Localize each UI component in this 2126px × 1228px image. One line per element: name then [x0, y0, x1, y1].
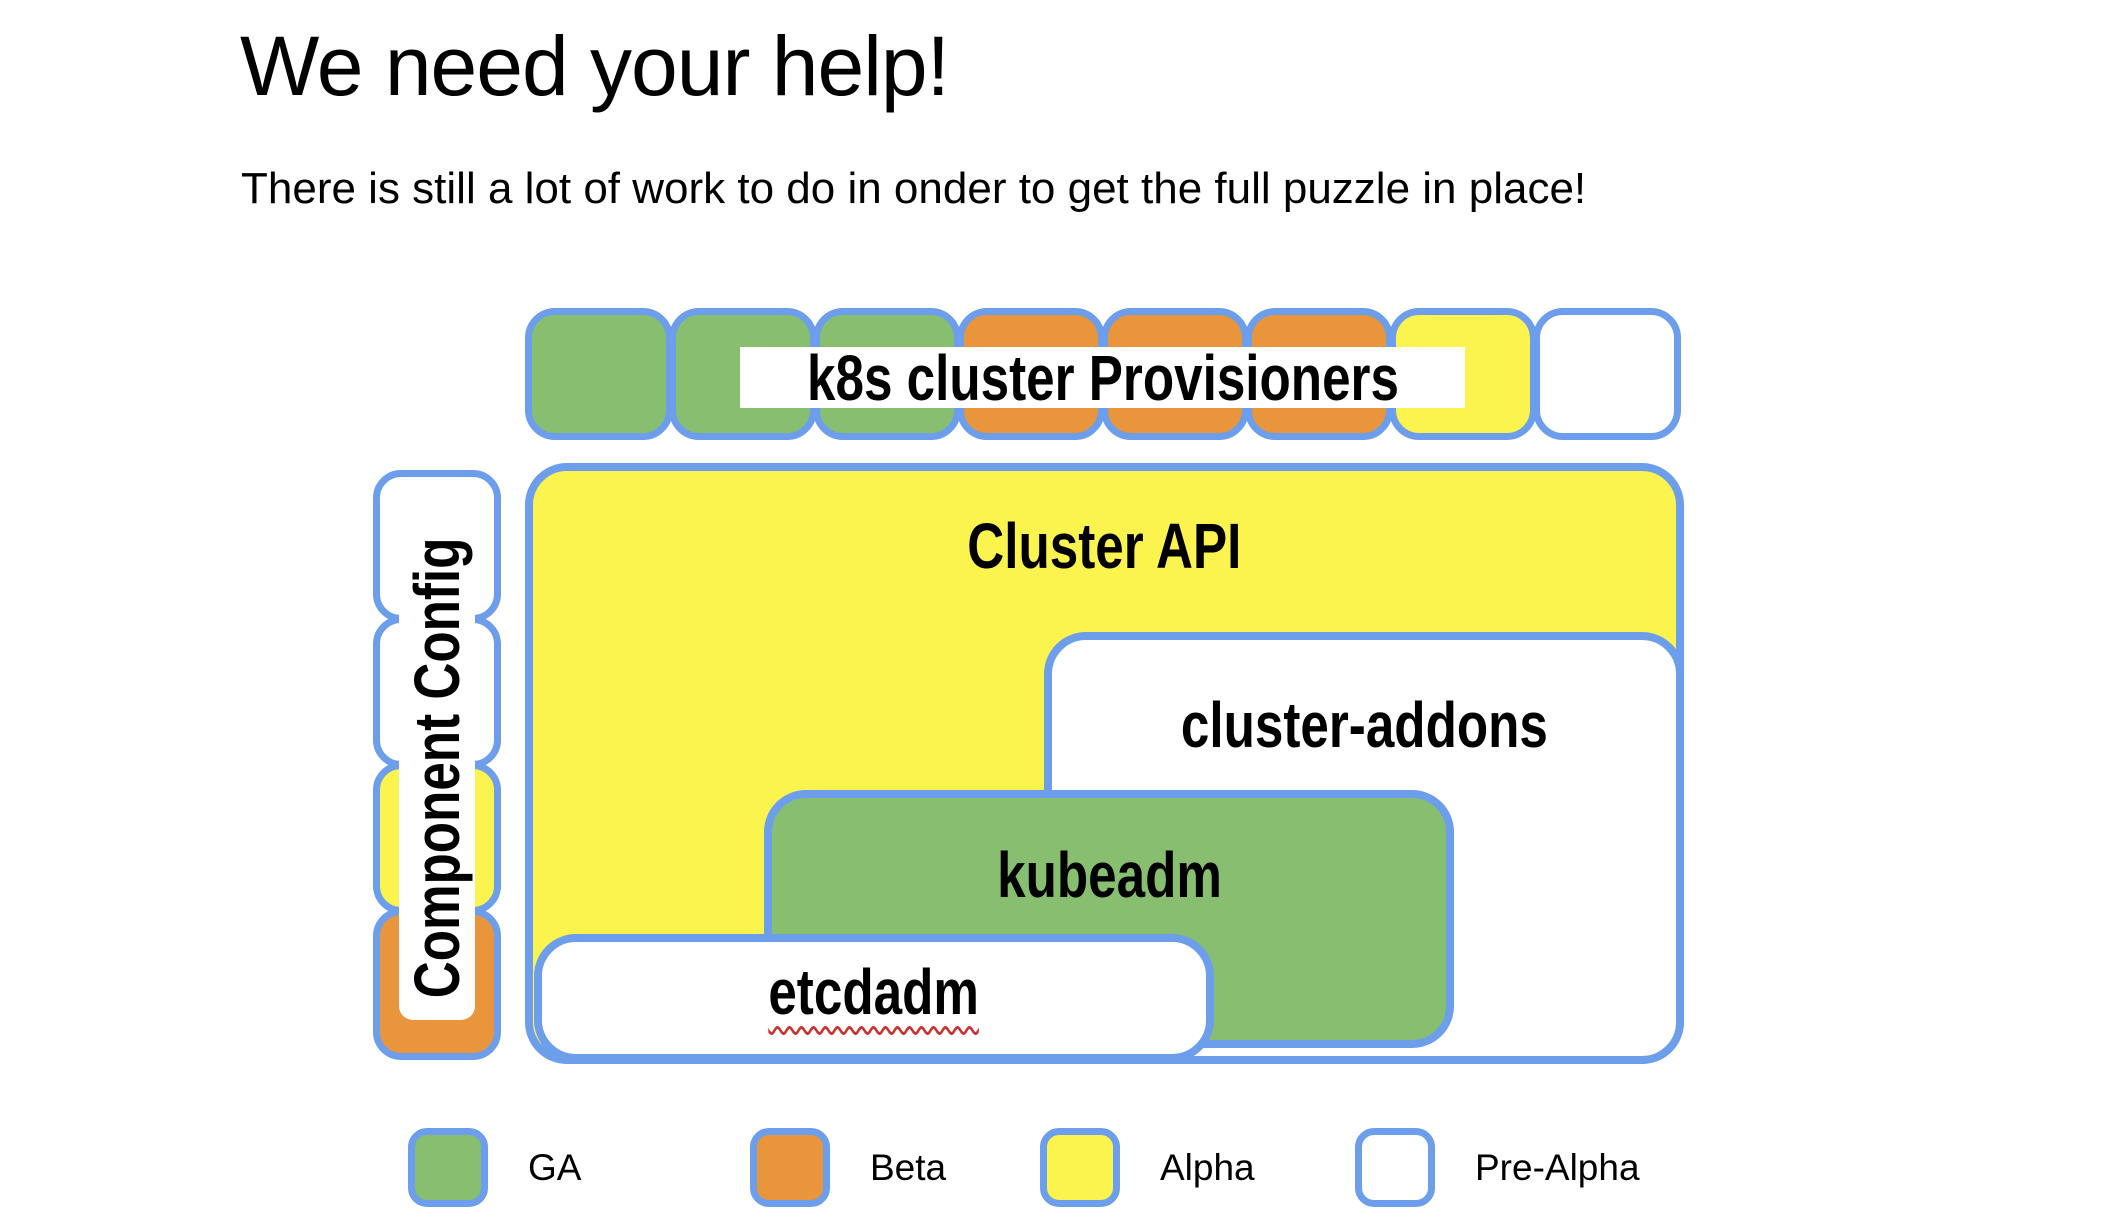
provisioners-label-text: k8s cluster Provisioners — [806, 341, 1399, 414]
provisioners-label: k8s cluster Provisioners — [740, 342, 1465, 414]
cluster-addons-label: cluster-addons — [1180, 689, 1548, 761]
legend-swatch-alpha — [1040, 1128, 1120, 1207]
cluster-api-label: Cluster API — [967, 510, 1242, 582]
legend-label: Beta — [870, 1146, 947, 1188]
legend-swatch-pre-alpha — [1355, 1128, 1435, 1207]
legend-item-ga: GA — [408, 1128, 581, 1207]
provisioners-row: k8s cluster Provisioners — [525, 308, 1681, 440]
legend-swatch-ga — [408, 1128, 488, 1207]
legend-item-pre-alpha: Pre-Alpha — [1355, 1128, 1640, 1207]
etcdadm-box: etcdadm — [534, 934, 1214, 1062]
page-title: We need your help! — [240, 19, 950, 113]
legend-item-alpha: Alpha — [1040, 1128, 1255, 1207]
kubeadm-label: kubeadm — [996, 839, 1222, 911]
component-config-label-text: Component Config — [401, 537, 473, 998]
legend-label: Pre-Alpha — [1475, 1146, 1640, 1188]
puzzle-square-pre-alpha — [1533, 308, 1681, 440]
legend-item-beta: Beta — [750, 1128, 946, 1207]
puzzle-square-ga — [525, 308, 673, 440]
page-subtitle: There is still a lot of work to do in on… — [241, 164, 1587, 213]
etcdadm-label: etcdadm — [768, 956, 980, 1028]
legend-label: Alpha — [1160, 1146, 1255, 1188]
legend-label: GA — [528, 1146, 582, 1188]
component-config-label: Component Config — [399, 515, 475, 1020]
legend-swatch-beta — [750, 1128, 830, 1207]
